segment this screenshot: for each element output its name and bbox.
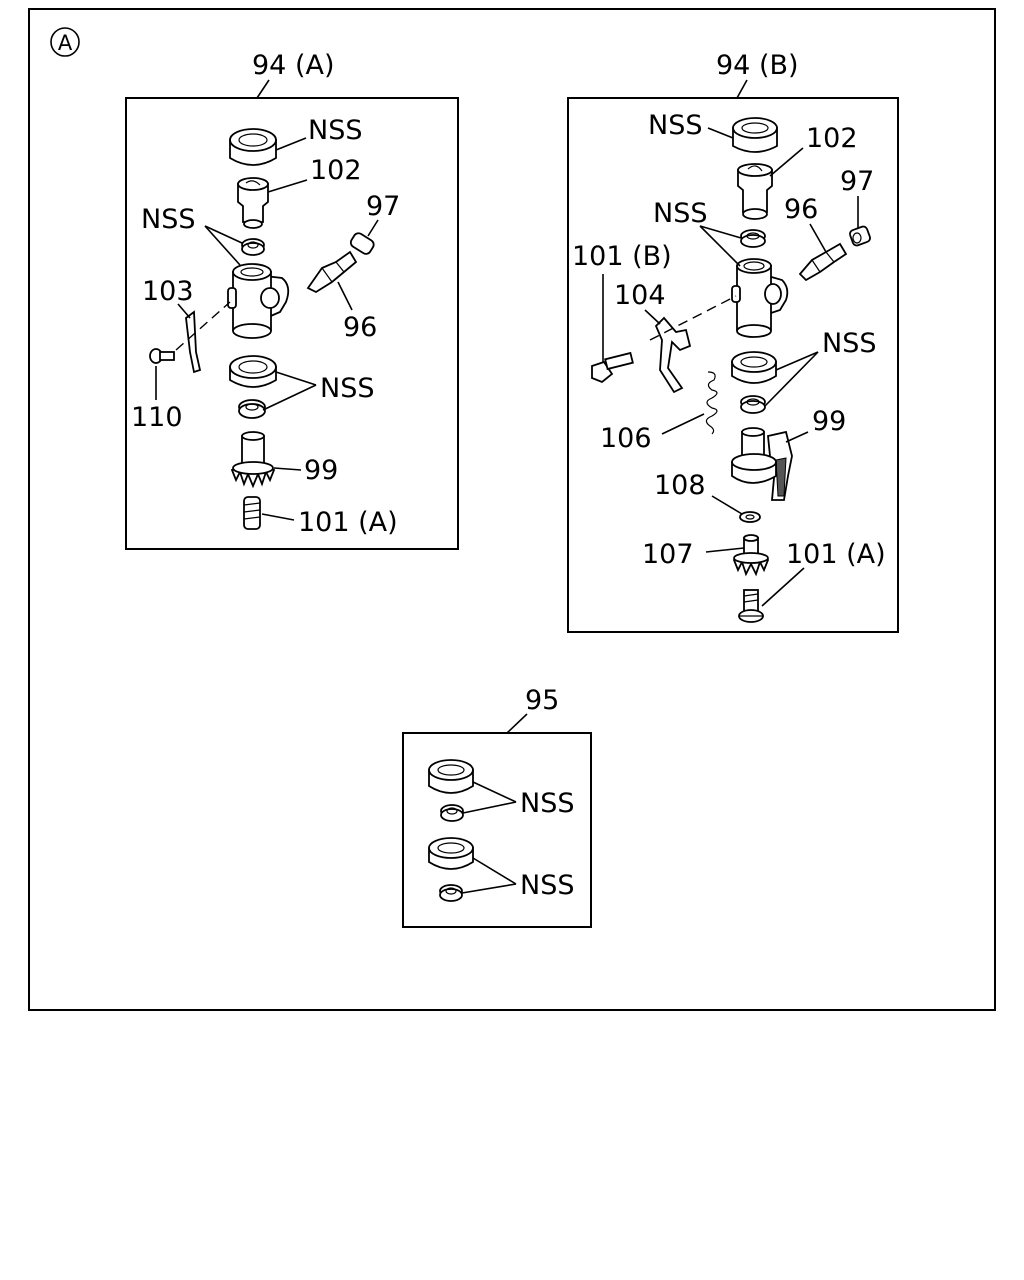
kit-94a-title: 94 (A) <box>252 50 334 81</box>
label-nss: NSS <box>520 788 574 819</box>
bleeder-cap-icon <box>849 225 871 247</box>
kit-94b-title: 94 (B) <box>716 50 799 81</box>
label-110: 110 <box>131 402 183 433</box>
view-marker-circle <box>50 27 80 57</box>
label-108: 108 <box>654 470 706 501</box>
label-99: 99 <box>812 406 846 437</box>
kit-95-frame <box>402 732 592 928</box>
gear-icon <box>732 534 770 577</box>
screw-icon <box>738 589 764 623</box>
spring-icon <box>705 371 718 435</box>
label-106: 106 <box>600 423 652 454</box>
seal-cup-icon <box>229 355 277 388</box>
gear-shaft-icon <box>230 431 276 489</box>
adjuster-lever-icon <box>654 316 692 394</box>
valve-body-icon <box>227 263 290 339</box>
label-97: 97 <box>840 166 874 197</box>
ring-icon <box>238 399 266 419</box>
label-nss: NSS <box>141 204 195 235</box>
small-screw-icon <box>149 348 175 364</box>
bleeder-screw-icon <box>798 242 848 282</box>
kit-95: 95 NSS NSS <box>402 685 592 928</box>
ring-icon <box>241 238 265 256</box>
bleeder-cap-icon <box>349 232 375 255</box>
label-nss: NSS <box>520 870 574 901</box>
seal-cup-icon <box>732 117 778 153</box>
label-101a: 101 (A) <box>298 507 398 538</box>
piston-icon <box>737 163 773 220</box>
ring-icon <box>740 395 766 414</box>
label-nss: NSS <box>653 198 707 229</box>
label-99: 99 <box>304 455 338 486</box>
bolt-icon <box>591 351 634 384</box>
label-102: 102 <box>806 123 858 154</box>
label-103: 103 <box>142 276 194 307</box>
kit-95-title: 95 <box>525 685 559 716</box>
view-marker-letter: A <box>58 31 73 55</box>
adjuster-gear-icon <box>731 427 793 501</box>
seal-cup-icon <box>731 351 777 384</box>
kit-94b: 94 (B) <box>567 50 899 633</box>
label-97: 97 <box>366 191 400 222</box>
view-marker: A <box>50 27 80 57</box>
screw-icon <box>243 496 261 530</box>
label-107: 107 <box>642 539 694 570</box>
valve-body-icon <box>731 258 789 338</box>
ring-icon <box>440 804 464 822</box>
retainer-plate-icon <box>185 310 202 374</box>
ring-icon <box>740 229 766 248</box>
ring-icon <box>439 884 463 902</box>
outer-frame <box>28 8 996 1011</box>
label-96: 96 <box>343 312 377 343</box>
seal-cup-icon <box>428 759 474 794</box>
label-nss: NSS <box>822 328 876 359</box>
seal-cup-icon <box>229 128 277 166</box>
label-96: 96 <box>784 194 818 225</box>
kit-94a-frame <box>125 97 459 550</box>
label-nss: NSS <box>320 373 374 404</box>
bleeder-screw-icon <box>306 250 358 294</box>
piston-icon <box>237 177 269 229</box>
washer-icon <box>739 511 761 523</box>
label-nss: NSS <box>308 115 362 146</box>
label-101b: 101 (B) <box>572 241 672 272</box>
label-101a: 101 (A) <box>786 539 886 570</box>
kit-94b-frame <box>567 97 899 633</box>
label-102: 102 <box>310 155 362 186</box>
seal-cup-icon <box>428 837 474 870</box>
label-104: 104 <box>614 280 666 311</box>
label-nss: NSS <box>648 110 702 141</box>
kit-94a: 94 (A) <box>125 50 459 550</box>
